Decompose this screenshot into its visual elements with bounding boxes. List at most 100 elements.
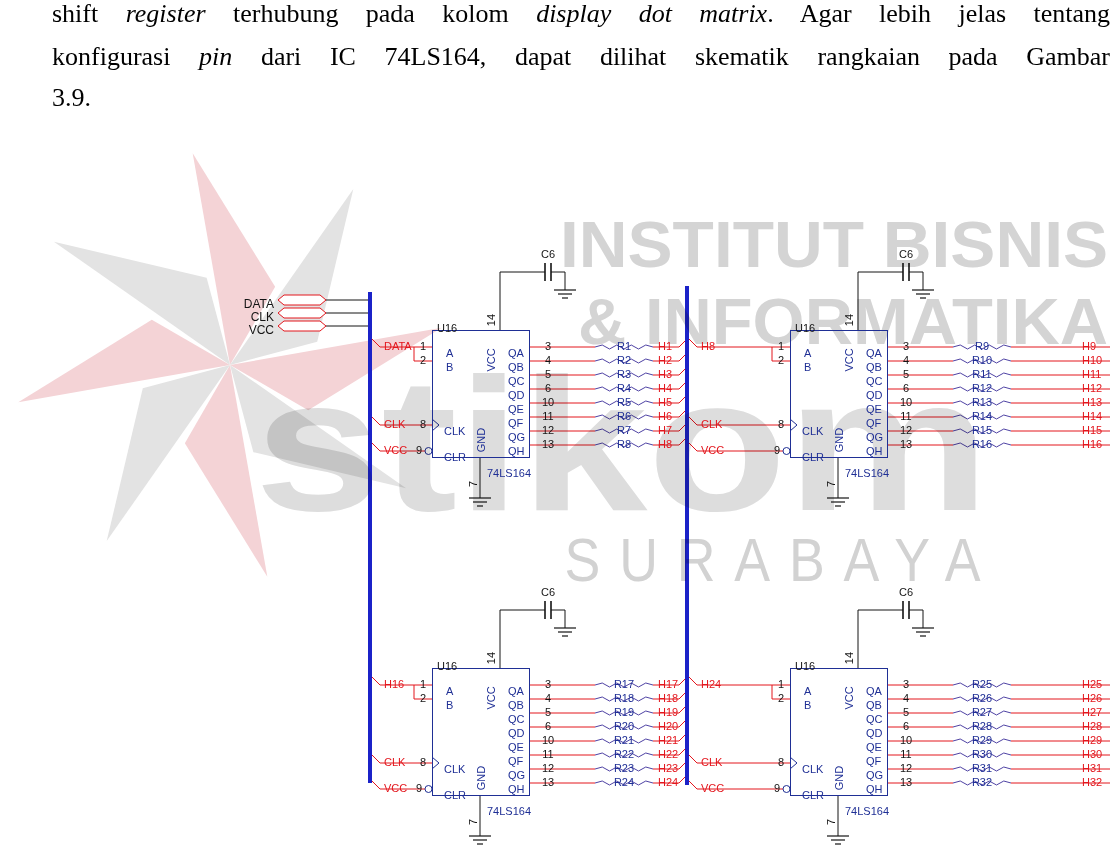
ref-designator: U16 bbox=[437, 323, 457, 334]
pin-number: 6 bbox=[903, 722, 909, 731]
resistor-label: R15 bbox=[972, 426, 992, 435]
resistor-label: R28 bbox=[972, 722, 992, 731]
net-label: CLK bbox=[384, 420, 405, 429]
pin-name: QG bbox=[866, 432, 883, 443]
pin-wire bbox=[888, 713, 953, 714]
net-label: VCC bbox=[701, 784, 724, 793]
pin-name: QA bbox=[508, 348, 524, 359]
net-label: H16 bbox=[1082, 440, 1102, 449]
part-label: C6 bbox=[541, 250, 555, 259]
pin-number: 10 bbox=[900, 736, 912, 745]
ground-symbol bbox=[469, 835, 491, 836]
ground-wire bbox=[480, 796, 481, 836]
port-symbol bbox=[278, 308, 326, 318]
pin-name: VCC bbox=[844, 348, 855, 371]
pin-number: 8 bbox=[778, 420, 784, 429]
resistor-label: R18 bbox=[614, 694, 634, 703]
pin-name: QB bbox=[866, 700, 882, 711]
resistor-label: R31 bbox=[972, 764, 992, 773]
resistor-label: R9 bbox=[975, 342, 989, 351]
resistor-label: R7 bbox=[617, 426, 631, 435]
net-label: H9 bbox=[1082, 342, 1096, 351]
pin-name: QD bbox=[508, 728, 525, 739]
pin-name: CLR bbox=[802, 452, 824, 463]
pin-number: 2 bbox=[420, 694, 426, 703]
pin-number: 12 bbox=[542, 764, 554, 773]
pin-name: QA bbox=[866, 686, 882, 697]
net-label: H8 bbox=[701, 342, 715, 351]
capacitor-plate bbox=[902, 601, 904, 619]
pin-number: 10 bbox=[900, 398, 912, 407]
pin-name: CLK bbox=[444, 764, 465, 775]
text-line: 3.9. bbox=[52, 85, 91, 111]
pin-name: A bbox=[446, 348, 453, 359]
resistor-label: R10 bbox=[972, 356, 992, 365]
pin-number: 10 bbox=[542, 398, 554, 407]
net-label: H26 bbox=[1082, 694, 1102, 703]
resistor-label: R4 bbox=[617, 384, 631, 393]
logo-blade bbox=[107, 365, 230, 541]
pin-number: 5 bbox=[545, 370, 551, 379]
pin-name: QC bbox=[508, 714, 525, 725]
pin-wire bbox=[888, 755, 953, 756]
resistor-label: R11 bbox=[972, 370, 991, 379]
ground-symbol bbox=[554, 289, 576, 290]
net-label: H4 bbox=[658, 384, 672, 393]
pin-name: B bbox=[804, 700, 811, 711]
body-text: konfigurasi bbox=[52, 42, 170, 71]
pin-name: VCC bbox=[486, 686, 497, 709]
pin-number: 4 bbox=[903, 356, 909, 365]
ic-chip: U16ABVCCQAQBQCQDQEQFQGQHCLKCLRGND74LS164 bbox=[432, 668, 530, 796]
text-line: shiftregisterterhubung pada kolomdisplay… bbox=[52, 1, 1110, 27]
wire bbox=[326, 300, 368, 301]
pin-name: QF bbox=[866, 418, 881, 429]
ground-wire bbox=[909, 610, 923, 628]
net-label: VCC bbox=[384, 446, 407, 455]
net-label: H29 bbox=[1082, 736, 1102, 745]
net-label: VCC bbox=[384, 784, 407, 793]
pin-name: B bbox=[804, 362, 811, 373]
pin-number: 9 bbox=[774, 784, 780, 793]
wire bbox=[326, 326, 368, 327]
part-number: 74LS164 bbox=[845, 806, 889, 817]
pin-name: QF bbox=[866, 756, 881, 767]
ref-designator: U16 bbox=[795, 661, 815, 672]
ground-symbol bbox=[562, 635, 568, 636]
net-label: H1 bbox=[658, 342, 672, 351]
net-label: H12 bbox=[1082, 384, 1102, 393]
pin-name: GND bbox=[476, 766, 487, 790]
ic-wiring bbox=[372, 601, 685, 844]
ground-symbol bbox=[558, 293, 572, 294]
pin-number: 8 bbox=[778, 758, 784, 767]
pin-name: QH bbox=[866, 446, 883, 457]
net-label: CLK bbox=[701, 420, 722, 429]
body-text: shift bbox=[52, 0, 98, 28]
pin-number: 3 bbox=[903, 680, 909, 689]
net-label: VCC bbox=[701, 446, 724, 455]
pin-number: 7 bbox=[469, 481, 478, 487]
ic-chip: U16ABVCCQAQBQCQDQEQFQGQHCLKCLRGND74LS164 bbox=[790, 330, 888, 458]
part-label: C6 bbox=[899, 250, 913, 259]
net-label: H22 bbox=[658, 750, 678, 759]
ground-symbol bbox=[916, 631, 930, 632]
pin-name: QE bbox=[508, 404, 524, 415]
port-symbol bbox=[278, 321, 326, 331]
pin-name: QF bbox=[508, 756, 523, 767]
resistor-label: R13 bbox=[972, 398, 992, 407]
net-label: H6 bbox=[658, 412, 672, 421]
watermark-text: & INFORMATIKA bbox=[578, 290, 1108, 354]
ground-wire bbox=[838, 796, 839, 836]
ground-symbol bbox=[554, 627, 576, 628]
pin-wire bbox=[888, 783, 953, 784]
pin-name: QC bbox=[866, 714, 883, 725]
net-label: H27 bbox=[1082, 708, 1102, 717]
pin-name: QA bbox=[866, 348, 882, 359]
inverter-bubble bbox=[783, 786, 790, 793]
net-label: CLK bbox=[384, 758, 405, 767]
pin-name: CLK bbox=[444, 426, 465, 437]
pin-wire bbox=[888, 685, 953, 686]
watermark-text: INSTITUT BISNIS bbox=[560, 213, 1108, 277]
pin-wire bbox=[888, 769, 953, 770]
ground-symbol bbox=[912, 627, 934, 628]
